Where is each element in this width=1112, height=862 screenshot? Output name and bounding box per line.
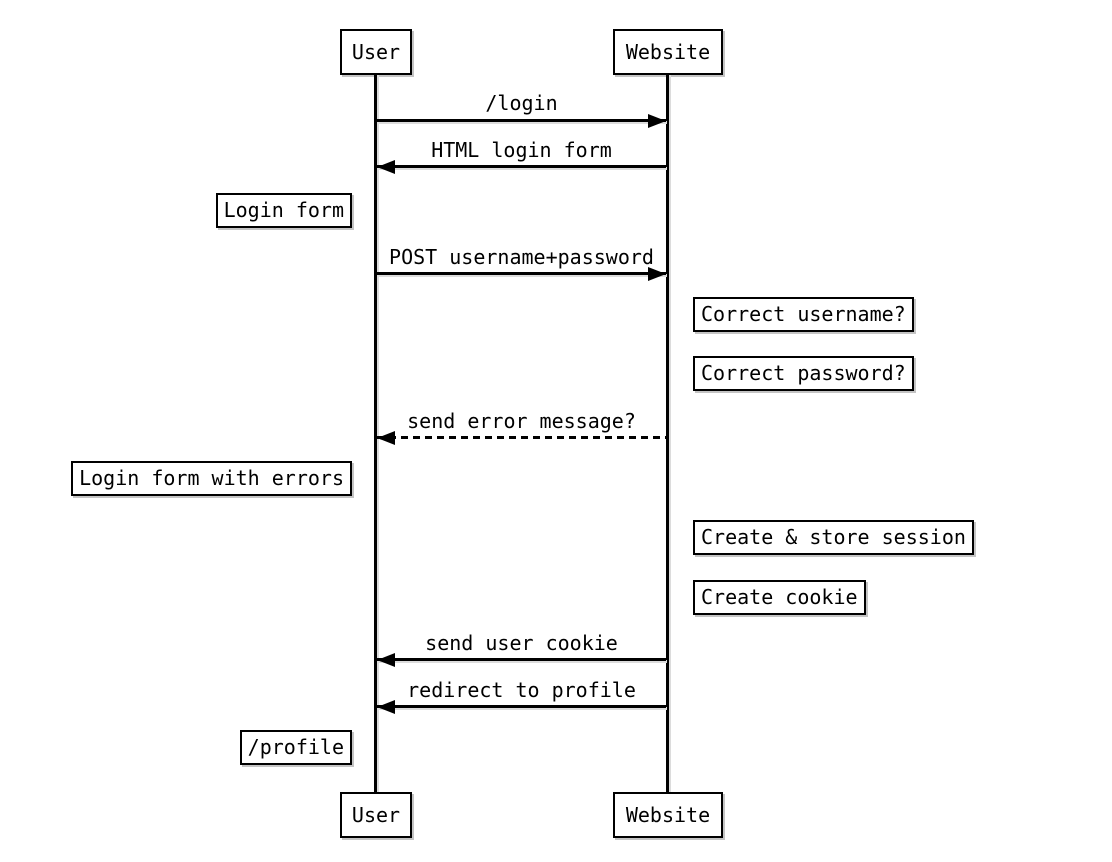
note-correct-username: Correct username? bbox=[693, 297, 914, 332]
note-login-form-with-errors: Login form with errors bbox=[71, 461, 352, 496]
arrowhead-left-icon bbox=[377, 431, 395, 445]
actor-box-user-top: User bbox=[340, 29, 412, 75]
message-label-send-user-cookie: send user cookie bbox=[425, 631, 618, 655]
lifeline-user bbox=[374, 75, 377, 792]
actor-box-website-top: Website bbox=[613, 29, 723, 75]
note-profile: /profile bbox=[239, 730, 352, 765]
message-label-login: /login bbox=[485, 91, 558, 115]
arrowhead-left-icon bbox=[377, 700, 395, 714]
lifeline-website bbox=[666, 75, 669, 792]
message-label-html-login-form: HTML login form bbox=[431, 138, 612, 162]
message-line-html-login-form bbox=[377, 165, 666, 168]
message-line-redirect-to-profile bbox=[377, 705, 666, 708]
arrowhead-right-icon bbox=[648, 114, 666, 128]
arrowhead-right-icon bbox=[648, 267, 666, 281]
note-create-cookie: Create cookie bbox=[693, 580, 866, 615]
note-login-form: Login form bbox=[215, 193, 352, 228]
actor-box-user-bottom: User bbox=[340, 792, 412, 838]
message-label-post-credentials: POST username+password bbox=[389, 245, 654, 269]
message-line-send-error-message bbox=[377, 436, 666, 439]
arrowhead-left-icon bbox=[377, 160, 395, 174]
message-line-send-user-cookie bbox=[377, 658, 666, 661]
note-correct-password: Correct password? bbox=[693, 356, 914, 391]
message-line-login bbox=[377, 119, 666, 122]
message-line-post-credentials bbox=[377, 272, 666, 275]
message-label-redirect-to-profile: redirect to profile bbox=[407, 678, 636, 702]
actor-box-website-bottom: Website bbox=[613, 792, 723, 838]
arrowhead-left-icon bbox=[377, 653, 395, 667]
note-create-store-session: Create & store session bbox=[693, 520, 974, 555]
message-label-send-error-message: send error message? bbox=[407, 409, 636, 433]
